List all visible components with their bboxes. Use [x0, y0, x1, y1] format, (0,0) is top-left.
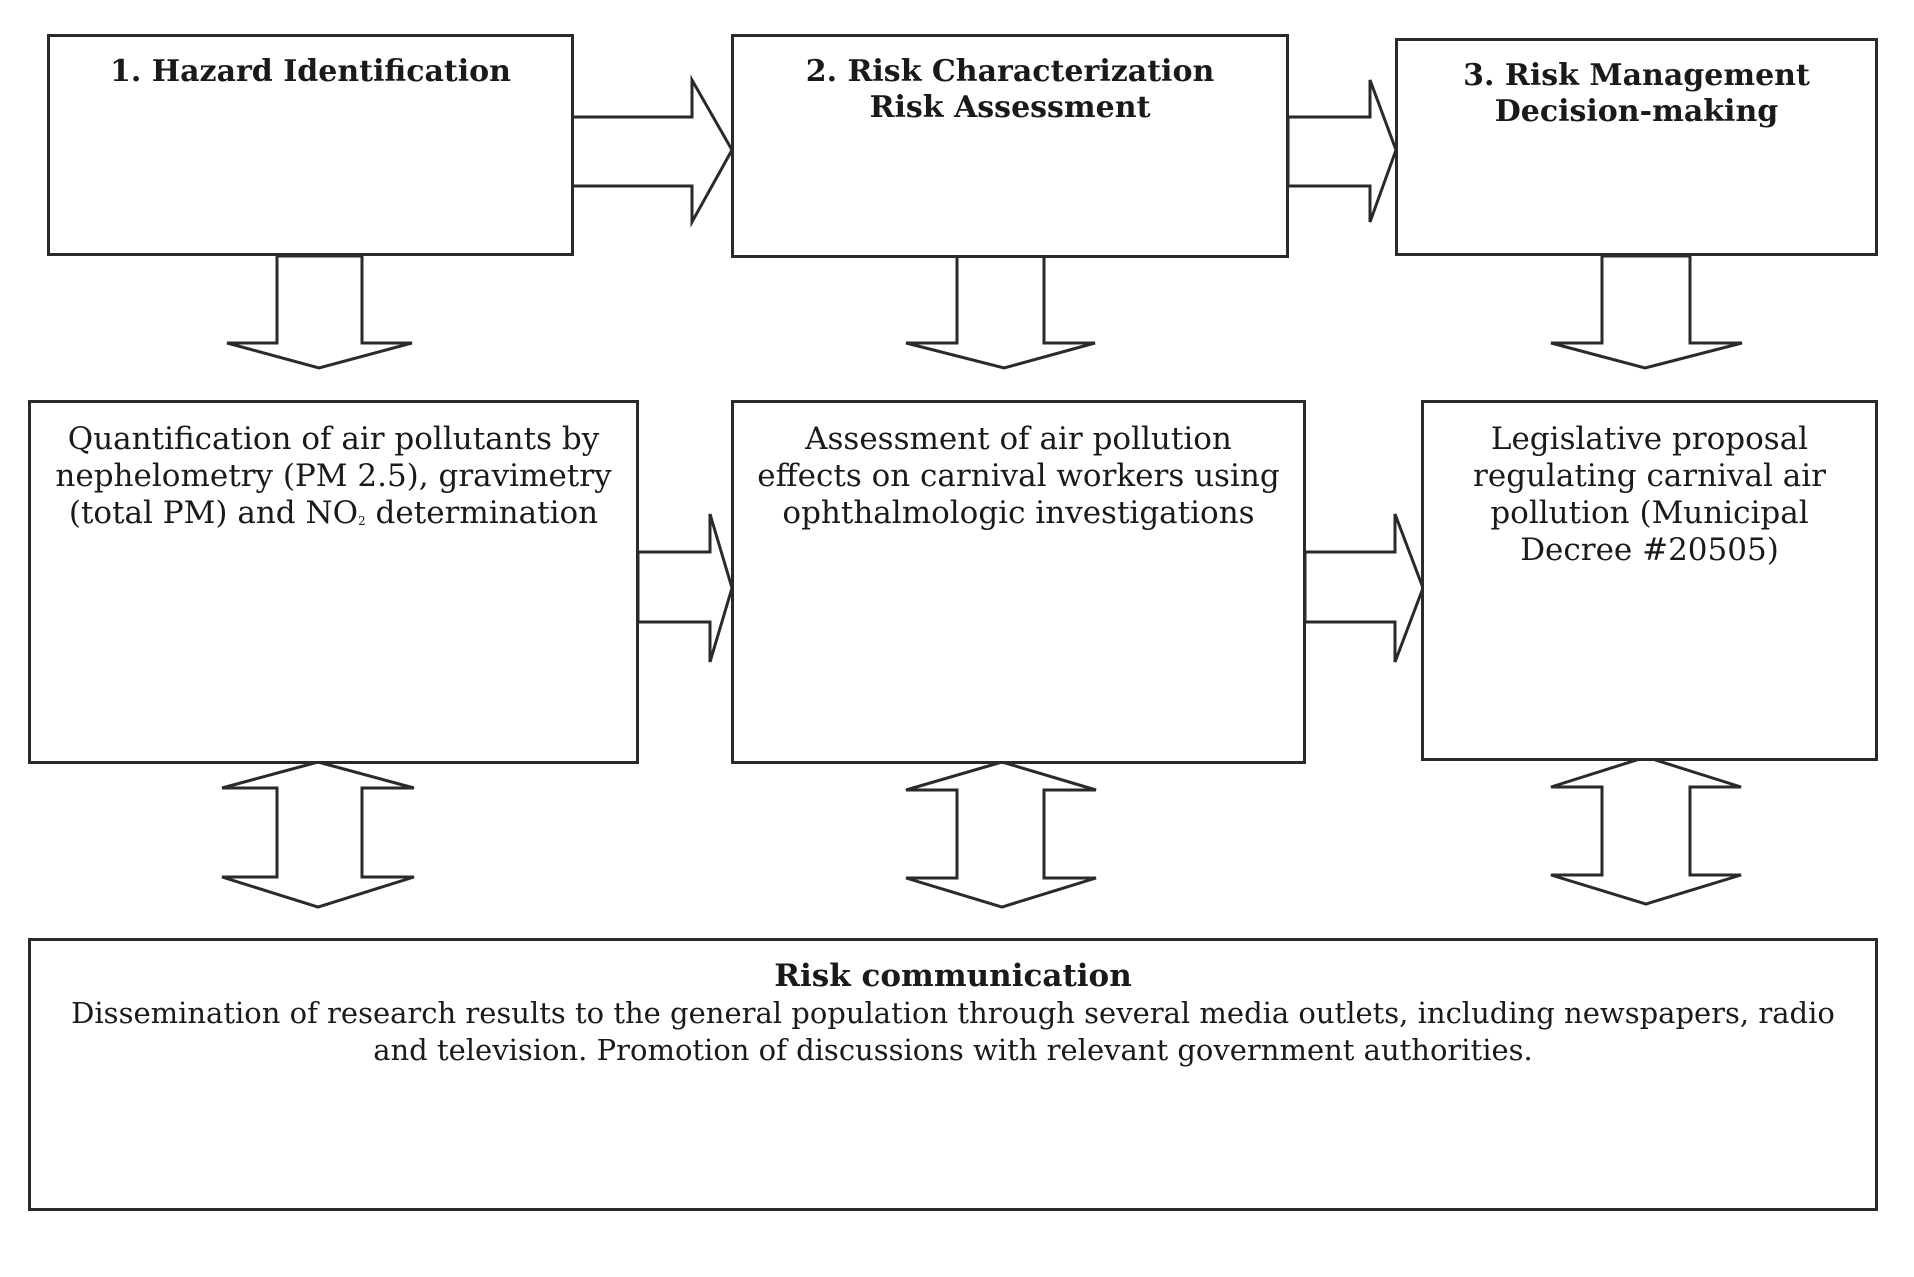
assessment-line-1: Assessment of air pollution	[805, 421, 1232, 457]
arrow-down-management	[1550, 254, 1743, 370]
risk-communication-line-2: and television. Promotion of discussions…	[373, 1033, 1533, 1067]
assessment-line-2: effects on carnival workers using	[757, 458, 1280, 494]
risk-assessment-title: Risk Assessment	[869, 90, 1151, 125]
double-arrow-assessment-communication	[905, 760, 1097, 909]
arrow-down-characterization	[905, 254, 1096, 370]
risk-communication-box: Risk communication Dissemination of rese…	[28, 938, 1878, 1211]
quantification-box: Quantification of air pollutants by neph…	[28, 400, 639, 764]
assessment-box: Assessment of air pollution effects on c…	[731, 400, 1306, 764]
legislative-line-3: pollution (Municipal	[1490, 495, 1809, 531]
hazard-identification-title: 1. Hazard Identification	[109, 54, 511, 89]
decision-making-title: Decision-making	[1494, 94, 1779, 129]
quantification-line-3: (total PM) and NO2 determination	[68, 495, 599, 531]
arrow-hazard-to-characterization	[570, 74, 734, 228]
arrow-characterization-to-management	[1286, 79, 1398, 223]
legislative-line-2: regulating carnival air	[1473, 458, 1826, 494]
legislative-proposal-box: Legislative proposal regulating carnival…	[1421, 400, 1878, 761]
double-arrow-legislative-communication	[1550, 755, 1742, 906]
risk-management-box: 3. Risk Management Decision-making	[1395, 38, 1878, 256]
legislative-line-1: Legislative proposal	[1490, 421, 1809, 457]
arrow-down-hazard	[226, 254, 413, 370]
risk-communication-title: Risk communication	[774, 958, 1132, 994]
assessment-line-3: ophthalmologic investigations	[782, 495, 1255, 531]
legislative-line-4: Decree #20505)	[1520, 532, 1779, 568]
quantification-line-1: Quantification of air pollutants by	[67, 421, 600, 457]
risk-communication-line-1: Dissemination of research results to the…	[71, 996, 1835, 1030]
quantification-line-2: nephelometry (PM 2.5), gravimetry	[55, 458, 612, 494]
arrow-assessment-to-legislative	[1303, 513, 1425, 663]
double-arrow-quantification-communication	[221, 760, 415, 909]
risk-management-title: 3. Risk Management	[1463, 58, 1810, 93]
risk-characterization-title: 2. Risk Characterization	[805, 54, 1215, 89]
arrow-quantification-to-assessment	[636, 513, 734, 663]
risk-characterization-box: 2. Risk Characterization Risk Assessment	[731, 34, 1289, 258]
hazard-identification-box: 1. Hazard Identification	[47, 34, 574, 256]
